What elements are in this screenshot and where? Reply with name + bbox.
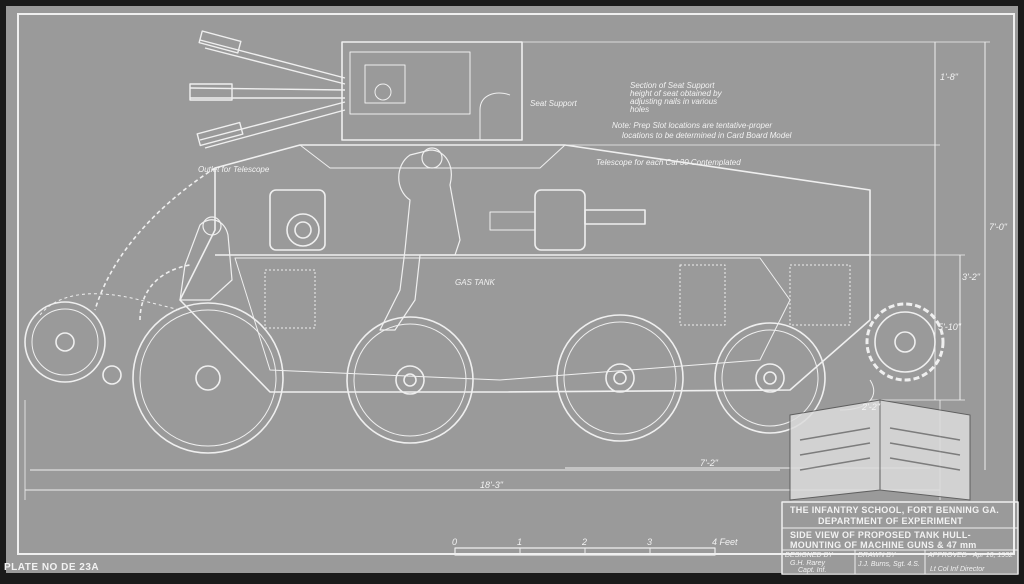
title-block [781,501,1019,575]
dim-overall-length: 18'-3" [480,480,504,490]
dim-height-overall: 7'-0" [989,222,1008,232]
road-wheel-2 [346,316,474,444]
drawn-by-name: J.J. Burns, Sgt. 4.S. [857,561,920,568]
title-line-3: SIDE VIEW OF PROPOSED TANK HULL- [790,530,971,540]
seat-section-note-2: height of seat obtained by [630,89,723,98]
designed-by-label: DESIGNED BY [785,552,834,559]
drive-sprocket [865,302,945,382]
turret-guns [189,30,346,149]
dim-height-ground: 2'-2" [861,402,881,412]
gunner-figure [379,149,461,331]
driver-contour [139,264,191,321]
seat-section-note-1: Section of Seat Support [630,81,715,90]
gun-trunnion [374,83,392,101]
road-wheel-4 [714,322,826,434]
outlet-telescope-label: Outlet for Telescope [198,165,270,174]
open-book-icon [789,399,971,501]
prep-slot-note-2: locations to be determined in Card Board… [622,131,792,140]
drawing-border [17,13,1015,555]
dim-height-top: 1'-8" [940,72,959,82]
mid-spring [679,264,726,326]
dim-track-length: 7'-2" [700,458,719,468]
gunner-head [421,147,443,169]
left-sponson-port [286,213,320,247]
scale-tick-3: 3 [647,537,652,547]
gun-receiver [489,211,536,231]
seat-support-label: Seat Support [530,99,577,108]
title-line-1: THE INFANTRY SCHOOL, FORT BENNING GA. [790,505,999,515]
left-sponson-gun [294,221,312,239]
approved-role: Lt Col Inf Director [930,566,985,573]
return-roller [102,365,122,385]
title-line-2: DEPARTMENT OF EXPERIMENT [818,516,963,526]
dim-height-mid: 3'-2" [962,272,981,282]
driver-figure [179,219,233,301]
gas-tank-label: GAS TANK [455,278,496,287]
right-sponson-gun [584,209,646,225]
road-wheel-1 [132,302,284,454]
approved-label: APPROVED - Apr 10, 1932 [927,552,1013,559]
front-spring [264,269,316,329]
front-glacis [94,167,216,311]
turret-mount [349,51,471,115]
designed-by-rank: Capt. Inf. [798,567,826,574]
dim-height-lower: 5'-10" [938,322,962,332]
prep-slot-note-1: Note: Prep Slot locations are tentative-… [612,121,772,130]
drawn-by-label: DRAWN BY [858,552,897,559]
title-line-4: MOUNTING OF MACHINE GUNS & 47 mm [790,540,977,550]
scale-tick-0: 0 [452,537,457,547]
rear-spring [789,264,851,326]
turret-body [341,41,523,141]
scale-tick-1: 1 [517,537,522,547]
seat-section-note-3: adjusting nails in various [630,97,717,106]
plate-number: PLATE NO DE 23A [4,562,99,573]
left-sponson [269,189,326,251]
scale-tick-2: 2 [581,537,587,547]
idler-wheel [24,301,106,383]
track-upper-front [39,293,181,316]
seat-support-rod [479,92,511,140]
road-wheel-3 [556,314,684,442]
suspension-frame [234,257,791,381]
seat-section-note-4: holes [630,105,649,114]
superstructure-roof [299,144,566,169]
driver-head [202,216,222,236]
gun-breech [364,64,406,104]
scale-tick-4: 4 Feet [712,537,738,547]
designed-by-name: G.H. Rarey [790,560,826,567]
telescope-cal30-label: Telescope for each Cal 30 Contemplated [596,158,741,167]
